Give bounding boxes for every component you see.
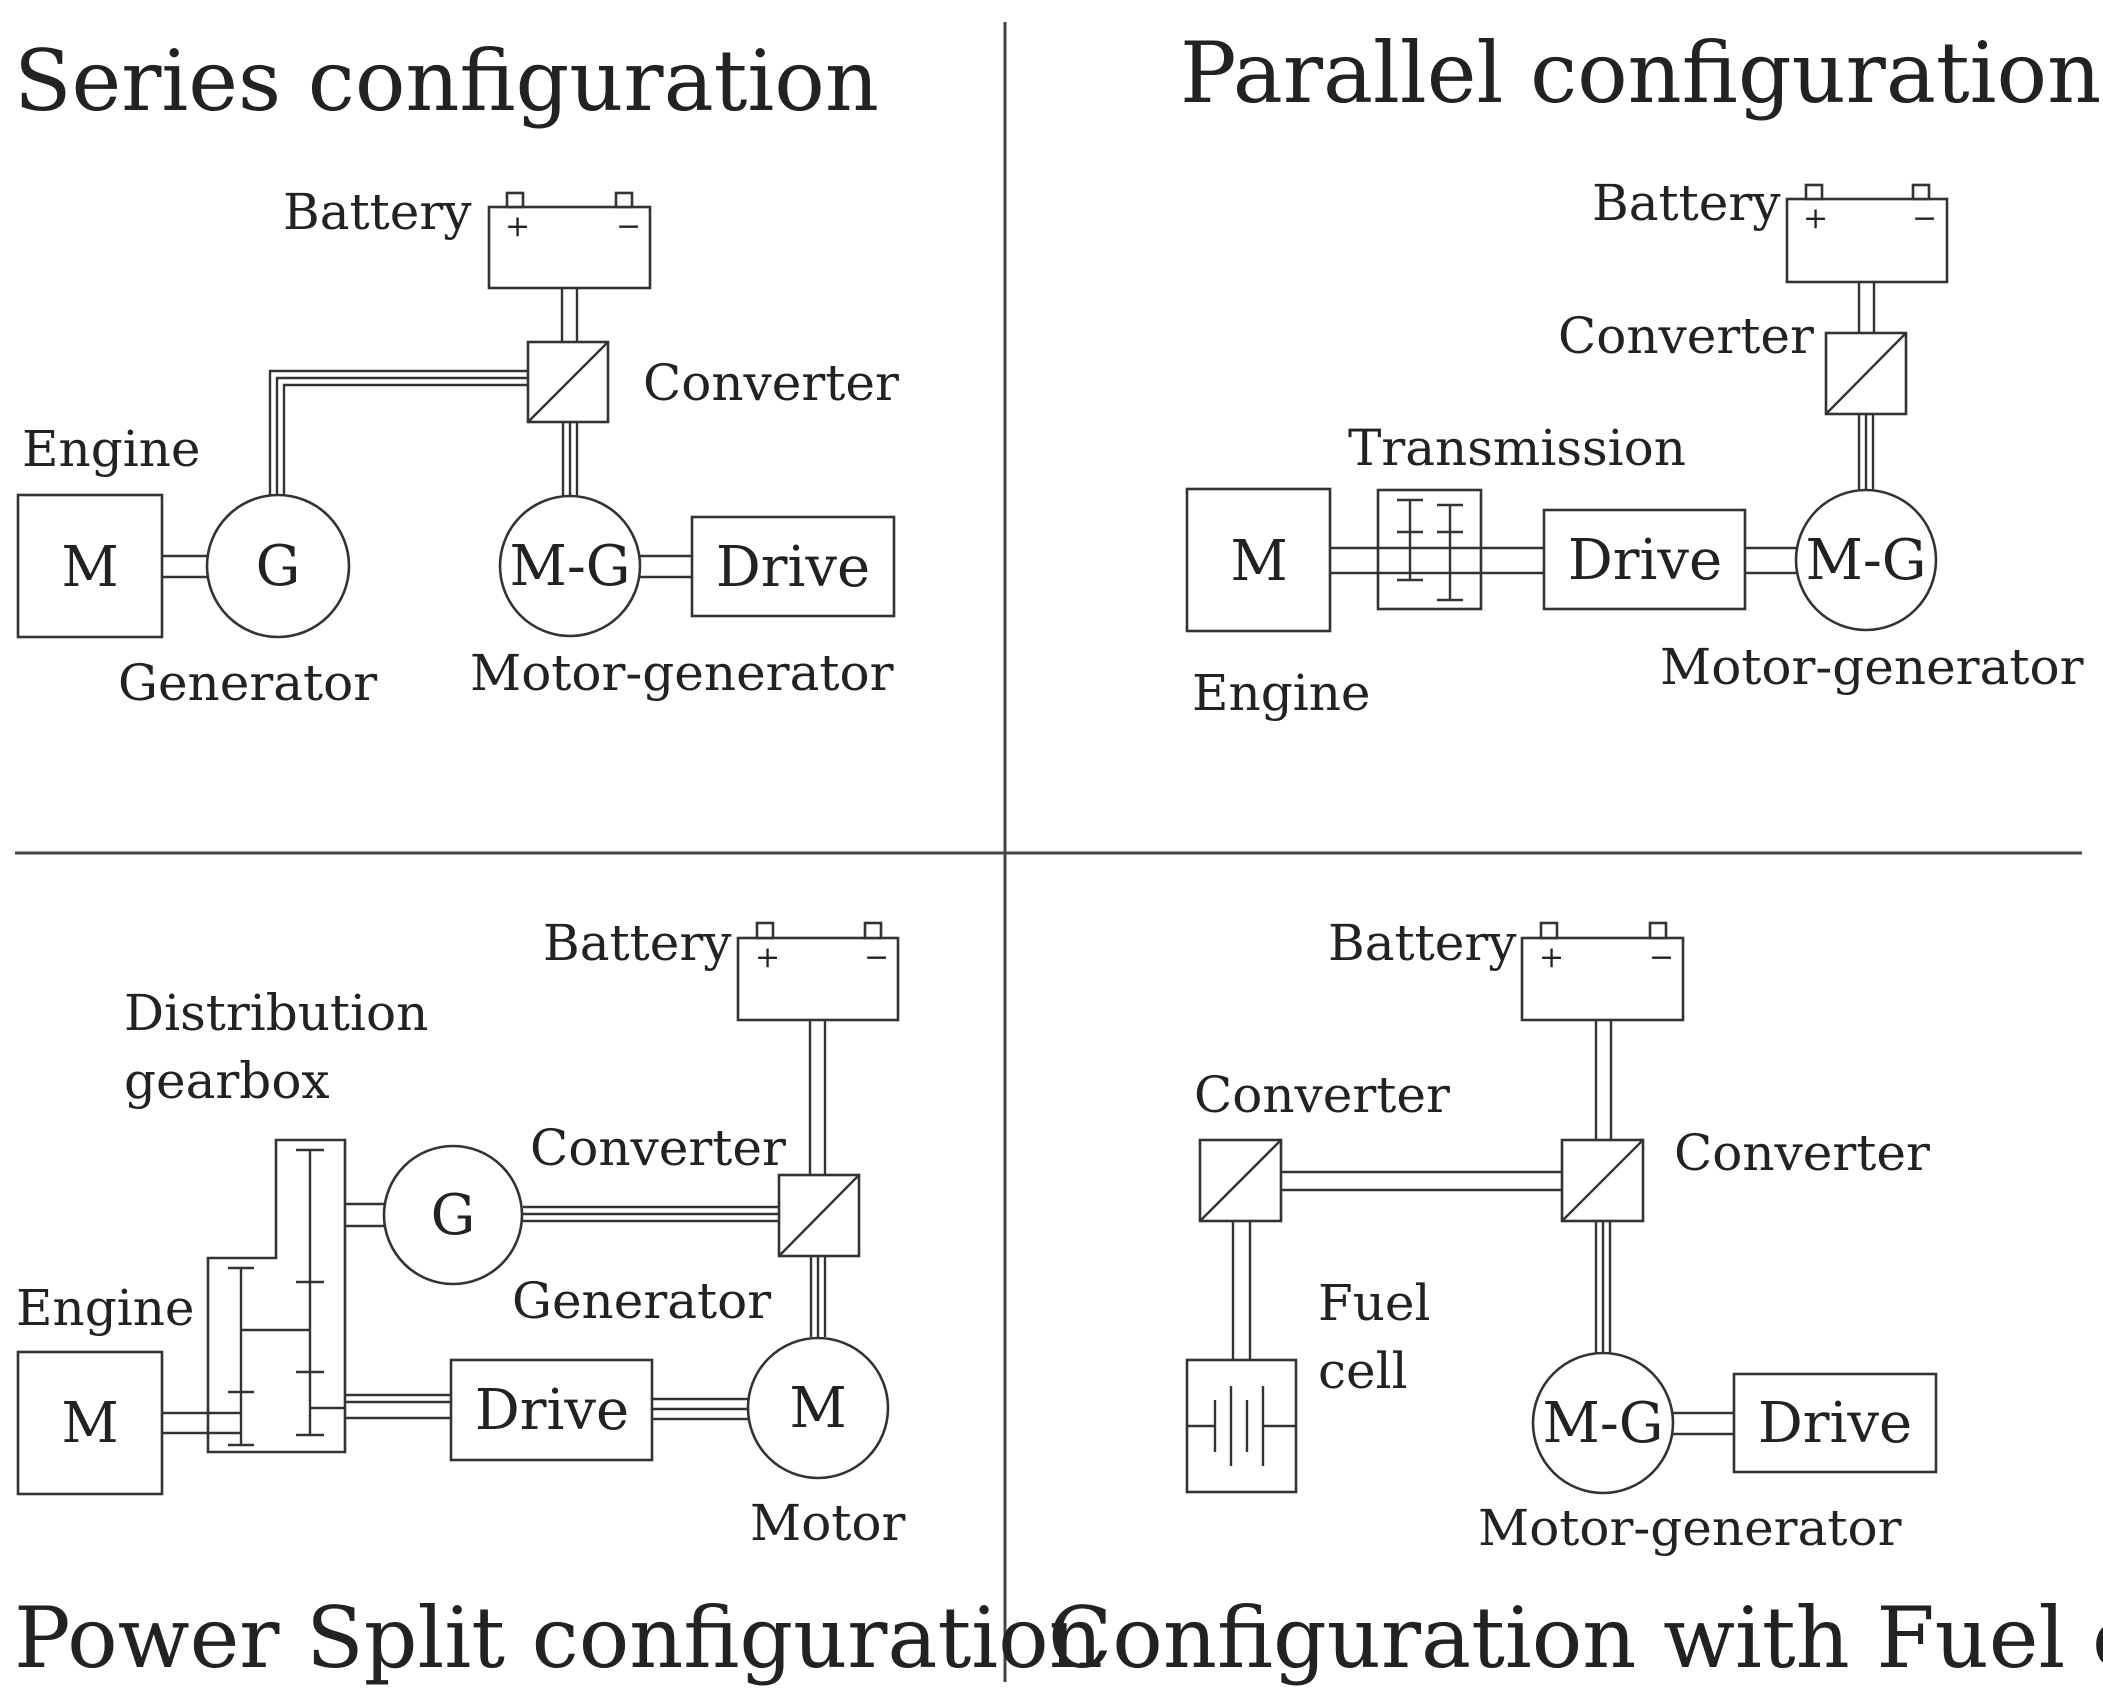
battery-plus: + [505,209,530,244]
fuel-cell-icon [1185,1358,1298,1494]
series-drive-label: Drive [716,535,870,600]
parallel-drive-label: Drive [1568,528,1722,593]
power-split-title: Power Split configuration [14,1589,1103,1687]
fuel-cell-converter-right-label: Converter [1674,1124,1930,1182]
parallel-engine-symbol: M [1230,529,1287,594]
fuel-cell-title: Configuration with Fuel cell [1048,1589,2103,1687]
power-split-engine-icon [16,1350,164,1496]
battery-minus: − [1912,201,1937,236]
series-engine-symbol: M [61,535,118,600]
power-split-motor-symbol: M [789,1376,846,1441]
parallel-engine-label: Engine [1192,664,1371,722]
fuel-cell-label-line1: Fuel [1318,1274,1430,1332]
fuel-cell-battery-label: Battery [1328,914,1517,972]
power-split-gearbox-label-line2: gearbox [124,1052,330,1110]
power-split-motor-icon [746,1336,890,1480]
series-generator-symbol: G [256,534,301,599]
power-split-gearbox-icon [206,1138,347,1454]
power-split-generator-symbol: G [431,1183,476,1248]
power-split-gearbox-label-line1: Distribution [124,984,428,1042]
power-split-drive-icon [449,1358,654,1462]
series-engine-icon [16,493,164,639]
power-split-converter-icon [777,1173,861,1258]
fuel-cell-label-line2: cell [1318,1342,1408,1400]
fuel-cell-configuration: Configuration with Fuel cell + − Battery… [1048,914,2103,1687]
parallel-drive-icon [1542,508,1747,611]
power-split-converter-label: Converter [530,1119,786,1177]
power-split-engine-label: Engine [16,1279,195,1337]
power-split-battery-icon: + − [736,921,900,1022]
series-generator-label: Generator [118,654,377,712]
fuel-cell-motor-generator-label: Motor-generator [1478,1499,1902,1557]
parallel-battery-icon: + − [1785,183,1949,284]
power-split-motor-label: Motor [750,1494,905,1552]
parallel-converter-label: Converter [1558,307,1814,365]
fuel-cell-drive-label: Drive [1758,1391,1912,1456]
fuel-cell-motor-generator-symbol: M-G [1543,1391,1664,1456]
power-split-engine-symbol: M [61,1391,118,1456]
battery-plus: + [1539,940,1564,975]
series-converter-icon [526,340,610,424]
power-split-generator-label: Generator [512,1272,771,1330]
power-split-drive-label: Drive [475,1378,629,1443]
fuel-cell-converter-left-icon [1198,1138,1283,1223]
parallel-motor-generator-symbol: M-G [1806,528,1927,593]
fuel-cell-converter-right-icon [1560,1138,1645,1223]
series-title: Series configuration [14,32,879,130]
series-engine-label: Engine [22,420,201,478]
parallel-motor-generator-icon [1794,488,1938,632]
battery-minus: − [1649,940,1674,975]
parallel-transmission-icon [1376,488,1483,611]
battery-minus: − [616,209,641,244]
fuel-cell-converter-left-label: Converter [1194,1066,1450,1124]
parallel-motor-generator-label: Motor-generator [1660,638,2084,696]
parallel-transmission-label: Transmission [1348,419,1686,477]
battery-plus: + [1803,201,1828,236]
fuel-cell-motor-generator-icon [1531,1351,1675,1495]
series-configuration: Series configuration + − Battery Convert… [14,32,899,712]
series-battery-icon: + − [487,191,652,290]
series-generator-icon [205,493,351,639]
parallel-converter-icon [1824,331,1908,416]
fuel-cell-battery-icon: + − [1520,921,1685,1022]
power-split-generator-icon [382,1144,524,1286]
series-motor-generator-icon [498,494,642,638]
parallel-configuration: Parallel configuration + − Battery Conve… [1180,24,2101,722]
series-motor-generator-label: Motor-generator [470,644,894,702]
series-battery-label: Battery [283,183,472,241]
series-drive-icon [690,515,896,618]
fuel-cell-drive-icon [1732,1372,1938,1474]
series-converter-label: Converter [643,354,899,412]
power-split-battery-label: Battery [543,914,732,972]
series-motor-generator-symbol: M-G [510,534,631,599]
parallel-engine-icon [1185,487,1332,633]
battery-plus: + [755,940,780,975]
parallel-title: Parallel configuration [1180,24,2101,122]
power-split-configuration: Power Split configuration + − Battery Co… [14,914,1103,1687]
parallel-battery-label: Battery [1592,174,1781,232]
battery-minus: − [864,940,889,975]
